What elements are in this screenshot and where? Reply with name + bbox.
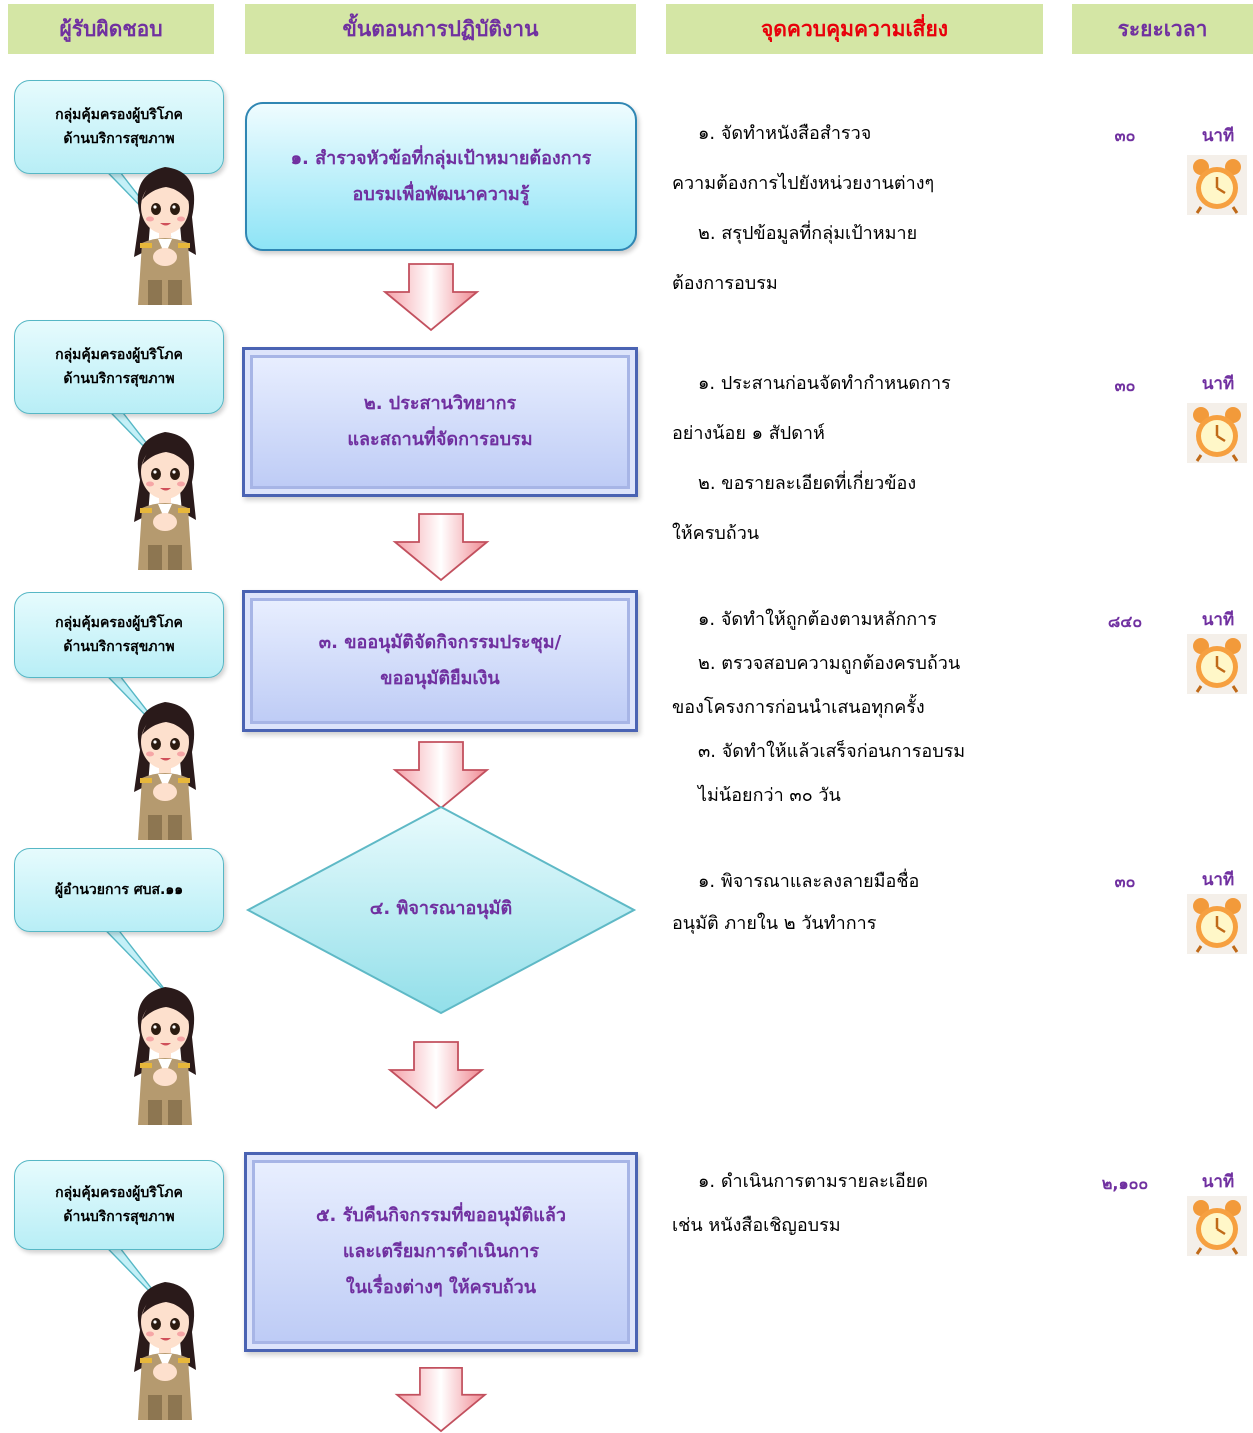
process-step-4: ๔. พิจารณาอนุมัติ (245, 884, 637, 934)
officer-avatar (120, 690, 210, 840)
risk-line: ๑. พิจารณาและลงลายมือชื่อ (698, 871, 920, 892)
step-line: ๒. ประสานวิทยากร (363, 393, 517, 414)
risk-control-3: ๑. จัดทำให้ถูกต้องตามหลักการ ๒. ตรวจสอบค… (672, 604, 1032, 814)
step-line: ๔. พิจารณาอนุมัติ (369, 898, 513, 919)
duration-value: ๓๐ (1114, 872, 1136, 891)
responsible-line: กลุ่มคุ้มครองผู้บริโภค (55, 615, 183, 631)
process-step-3: ๓. ขออนุมัติจัดกิจกรรมประชุม/ ขออนุมัติย… (242, 590, 638, 732)
step-line: ๕. รับคืนกิจกรรมที่ขออนุมัติแล้ว (315, 1205, 567, 1226)
down-arrow-icon (381, 262, 481, 332)
risk-control-2: ๑. ประสานก่อนจัดทำกำหนดการ อย่างน้อย ๑ ส… (672, 368, 1032, 558)
step-line: อบรมเพื่อพัฒนาความรู้ (352, 183, 530, 205)
down-arrow-icon (391, 1366, 491, 1433)
officer-avatar (120, 1270, 210, 1420)
responsible-line: ด้านบริการสุขภาพ (63, 131, 175, 147)
risk-line: ๑. ประสานก่อนจัดทำกำหนดการ (698, 373, 951, 394)
duration-unit: นาที (1201, 870, 1235, 890)
risk-line: ๓. จัดทำให้แล้วเสร็จก่อนการอบรม (698, 741, 966, 762)
risk-line: อนุมัติ ภายใน ๒ วันทำการ (672, 913, 877, 934)
responsible-bubble-5: กลุ่มคุ้มครองผู้บริโภค ด้านบริการสุขภาพ (14, 1160, 224, 1250)
step-line: และสถานที่จัดการอบรม (347, 429, 533, 450)
responsible-bubble-3: กลุ่มคุ้มครองผู้บริโภค ด้านบริการสุขภาพ (14, 592, 224, 678)
responsible-bubble-2: กลุ่มคุ้มครองผู้บริโภค ด้านบริการสุขภาพ (14, 320, 224, 414)
duration-unit: นาที (1201, 126, 1235, 146)
risk-line: ความต้องการไปยังหน่วยงานต่างๆ (672, 173, 935, 194)
alarm-clock-icon (1187, 403, 1247, 463)
responsible-line: กลุ่มคุ้มครองผู้บริโภค (55, 1185, 183, 1201)
duration-unit: นาที (1201, 1172, 1235, 1192)
duration-unit: นาที (1201, 374, 1235, 394)
alarm-clock-icon (1187, 155, 1247, 215)
duration-unit: นาที (1201, 610, 1235, 630)
responsible-line: ผู้อำนวยการ ศบส.๑๑ (54, 882, 184, 898)
header-risk-control: จุดควบคุมความเสี่ยง (666, 4, 1043, 54)
down-arrow-icon (391, 740, 491, 810)
step-line: ขออนุมัติยืมเงิน (380, 668, 500, 689)
header-responsible: ผู้รับผิดชอบ (8, 4, 214, 54)
duration-value: ๘๔๐ (1107, 612, 1143, 631)
responsible-bubble-4: ผู้อำนวยการ ศบส.๑๑ (14, 848, 224, 932)
duration-value: ๓๐ (1114, 376, 1136, 395)
risk-line: อย่างน้อย ๑ สัปดาห์ (672, 423, 825, 444)
down-arrow-icon (386, 1040, 486, 1110)
risk-line: ๒. สรุปข้อมูลที่กลุ่มเป้าหมาย (698, 223, 918, 244)
step-line: ในเรื่องต่างๆ ให้ครบถ้วน (345, 1277, 537, 1298)
decision-diamond (245, 805, 637, 1015)
risk-control-4: ๑. พิจารณาและลงลายมือชื่อ อนุมัติ ภายใน … (672, 866, 1032, 946)
risk-line: ของโครงการก่อนนำเสนอทุกครั้ง (672, 697, 925, 718)
responsible-line: ด้านบริการสุขภาพ (63, 639, 175, 655)
responsible-line: กลุ่มคุ้มครองผู้บริโภค (55, 347, 183, 363)
officer-avatar (120, 420, 210, 570)
alarm-clock-icon (1187, 634, 1247, 694)
header-process: ขั้นตอนการปฏิบัติงาน (245, 4, 636, 54)
risk-line: เช่น หนังสือเชิญอบรม (672, 1215, 841, 1236)
process-step-1: ๑. สำรวจหัวข้อที่กลุ่มเป้าหมายต้องการ อบ… (245, 102, 637, 251)
alarm-clock-icon (1187, 894, 1247, 954)
risk-line: ๒. ตรวจสอบความถูกต้องครบถ้วน (698, 653, 961, 674)
step-line: และเตรียมการดำเนินการ (342, 1241, 540, 1262)
step-line: ๓. ขออนุมัติจัดกิจกรรมประชุม/ (318, 632, 562, 653)
process-step-5: ๕. รับคืนกิจกรรมที่ขออนุมัติแล้ว และเตรี… (244, 1152, 638, 1352)
risk-line: ๑. ดำเนินการตามรายละเอียด (698, 1171, 928, 1192)
risk-control-5: ๑. ดำเนินการตามรายละเอียด เช่น หนังสือเช… (672, 1166, 1032, 1246)
down-arrow-icon (391, 512, 491, 582)
header-duration: ระยะเวลา (1072, 4, 1253, 54)
responsible-line: ด้านบริการสุขภาพ (63, 1209, 175, 1225)
alarm-clock-icon (1187, 1196, 1247, 1256)
duration-value: ๓๐ (1114, 126, 1136, 145)
responsible-bubble-1: กลุ่มคุ้มครองผู้บริโภค ด้านบริการสุขภาพ (14, 80, 224, 174)
risk-line: ไม่น้อยกว่า ๓๐ วัน (698, 785, 841, 806)
process-step-2: ๒. ประสานวิทยากร และสถานที่จัดการอบรม (242, 347, 638, 497)
risk-control-1: ๑. จัดทำหนังสือสำรวจ ความต้องการไปยังหน่… (672, 118, 1032, 308)
officer-avatar (120, 975, 210, 1125)
risk-line: ๒. ขอรายละเอียดที่เกี่ยวข้อง (698, 473, 917, 494)
step-line: ๑. สำรวจหัวข้อที่กลุ่มเป้าหมายต้องการ (290, 147, 592, 169)
risk-line: ให้ครบถ้วน (672, 523, 760, 544)
risk-line: ๑. จัดทำให้ถูกต้องตามหลักการ (698, 609, 937, 630)
risk-line: ๑. จัดทำหนังสือสำรวจ (698, 123, 872, 144)
risk-line: ต้องการอบรม (672, 273, 778, 294)
responsible-line: กลุ่มคุ้มครองผู้บริโภค (55, 107, 183, 123)
responsible-line: ด้านบริการสุขภาพ (63, 371, 175, 387)
duration-value: ๒,๑๐๐ (1101, 1174, 1149, 1193)
officer-avatar (120, 155, 210, 305)
